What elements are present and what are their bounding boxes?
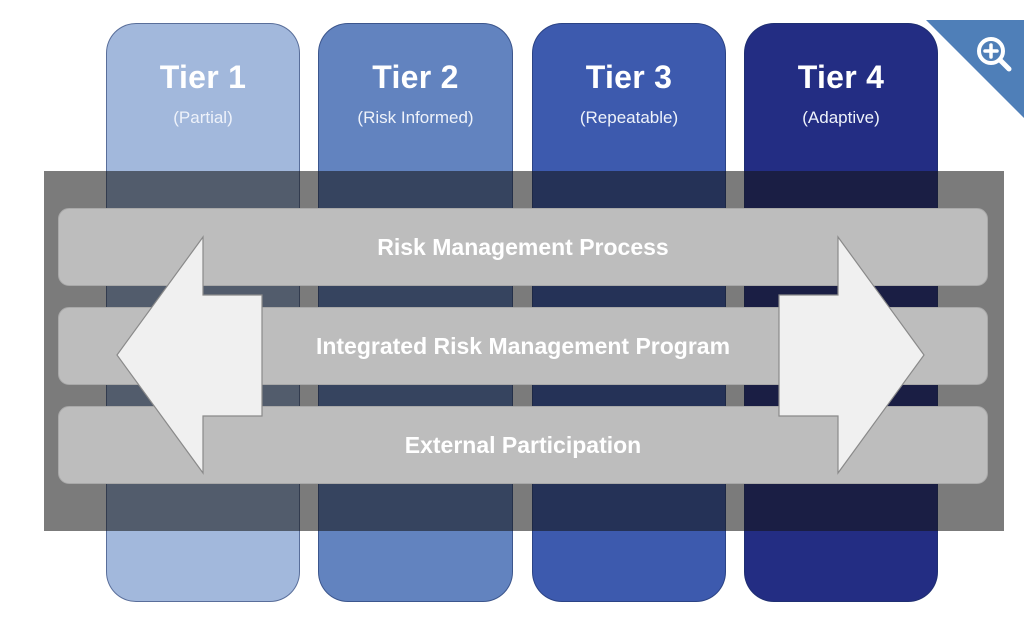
left-arrow-shape [116, 235, 263, 475]
tier-2-title: Tier 2 [372, 59, 459, 95]
tier-4-subtitle: (Adaptive) [802, 108, 880, 127]
risk-management-process-bar [58, 208, 988, 286]
zoom-in-button[interactable] [926, 20, 1024, 118]
tier-1-subtitle: (Partial) [173, 108, 233, 127]
tier-3-subtitle: (Repeatable) [579, 108, 679, 127]
right-arrow-shape [778, 235, 925, 475]
external-participation-label: External Participation [404, 432, 642, 458]
external-participation-bar [58, 406, 988, 484]
zoom-in-icon[interactable] [977, 37, 1012, 72]
tier-3-title: Tier 3 [585, 59, 673, 95]
integrated-program-label: Integrated Risk Management Program [315, 333, 731, 359]
risk-management-process-label: Risk Management Process [377, 234, 669, 260]
tier-1-title: Tier 1 [159, 59, 247, 95]
tier-2-subtitle: (Risk Informed) [357, 108, 474, 127]
tier-4-title: Tier 4 [797, 59, 885, 95]
